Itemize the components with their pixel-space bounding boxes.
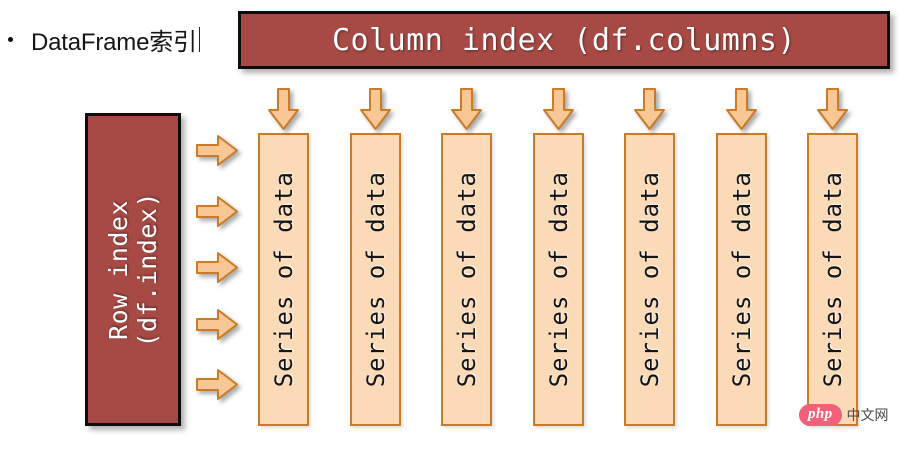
- series-column: Series of data: [807, 133, 858, 426]
- arrow-down-icon: [633, 88, 666, 130]
- column-index-label: Column index (df.columns): [331, 22, 797, 58]
- arrow-right-icon: [196, 368, 238, 401]
- arrow-right-icon: [196, 134, 238, 167]
- series-column-label: Series of data: [361, 171, 390, 388]
- series-column: Series of data: [533, 133, 584, 426]
- series-column-label: Series of data: [544, 171, 573, 388]
- arrow-right-icon: [196, 195, 238, 228]
- bullet-marker-icon: [8, 36, 13, 42]
- series-column-label: Series of data: [635, 171, 664, 388]
- column-index-header: Column index (df.columns): [238, 11, 890, 69]
- watermark: php 中文网: [799, 404, 889, 426]
- arrow-down-icon: [816, 88, 849, 130]
- arrow-down-icon: [359, 88, 392, 130]
- series-column-label: Series of data: [818, 171, 847, 388]
- row-index-label-line2: (df.index): [133, 191, 162, 348]
- series-column: Series of data: [350, 133, 401, 426]
- bullet-text: DataFrame索引: [31, 28, 197, 56]
- arrow-down-icon: [542, 88, 575, 130]
- text-caret: [198, 26, 200, 52]
- bullet-line: DataFrame索引: [8, 22, 200, 56]
- arrow-right-icon: [196, 308, 238, 341]
- series-column-label: Series of data: [727, 171, 756, 388]
- series-column-label: Series of data: [269, 171, 298, 388]
- arrow-down-icon: [450, 88, 483, 130]
- watermark-site-label: 中文网: [846, 408, 889, 424]
- arrow-right-icon: [196, 251, 238, 284]
- series-column: Series of data: [258, 133, 309, 426]
- row-index-header: Row index (df.index): [85, 113, 181, 426]
- row-index-label-line1: Row index: [104, 199, 133, 340]
- series-column: Series of data: [624, 133, 675, 426]
- series-column-label: Series of data: [452, 171, 481, 388]
- series-column: Series of data: [716, 133, 767, 426]
- watermark-php-badge: php: [799, 404, 842, 426]
- arrow-down-icon: [267, 88, 300, 130]
- arrow-down-icon: [725, 88, 758, 130]
- series-column: Series of data: [441, 133, 492, 426]
